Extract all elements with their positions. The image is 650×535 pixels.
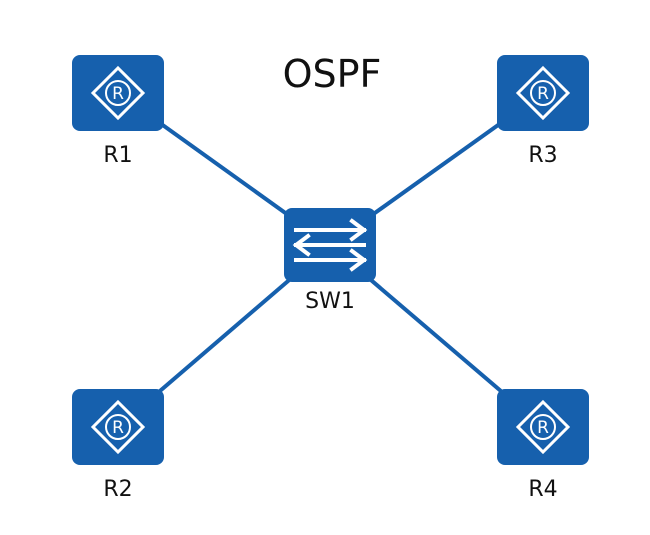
svg-text:R: R [112, 418, 124, 438]
router-box [497, 389, 589, 465]
router-box [72, 55, 164, 131]
node-r1[interactable]: R [72, 55, 164, 131]
node-label-r3: R3 [528, 143, 558, 168]
router-box [497, 55, 589, 131]
node-label-r1: R1 [103, 143, 133, 168]
diagram-title: OSPF [282, 52, 382, 96]
svg-text:R: R [112, 84, 124, 104]
node-label-r4: R4 [528, 477, 558, 502]
node-r3[interactable]: R [497, 55, 589, 131]
router-icon: R [515, 65, 571, 121]
router-icon: R [515, 399, 571, 455]
switch-icon [292, 218, 368, 272]
node-r2[interactable]: R [72, 389, 164, 465]
svg-text:R: R [537, 84, 549, 104]
node-sw1[interactable] [284, 208, 376, 282]
router-box [72, 389, 164, 465]
node-label-sw1: SW1 [305, 289, 355, 314]
router-icon: R [90, 65, 146, 121]
node-r4[interactable]: R [497, 389, 589, 465]
node-label-r2: R2 [103, 477, 133, 502]
router-icon: R [90, 399, 146, 455]
nodes-layer: R R R R [72, 55, 589, 465]
svg-text:R: R [537, 418, 549, 438]
